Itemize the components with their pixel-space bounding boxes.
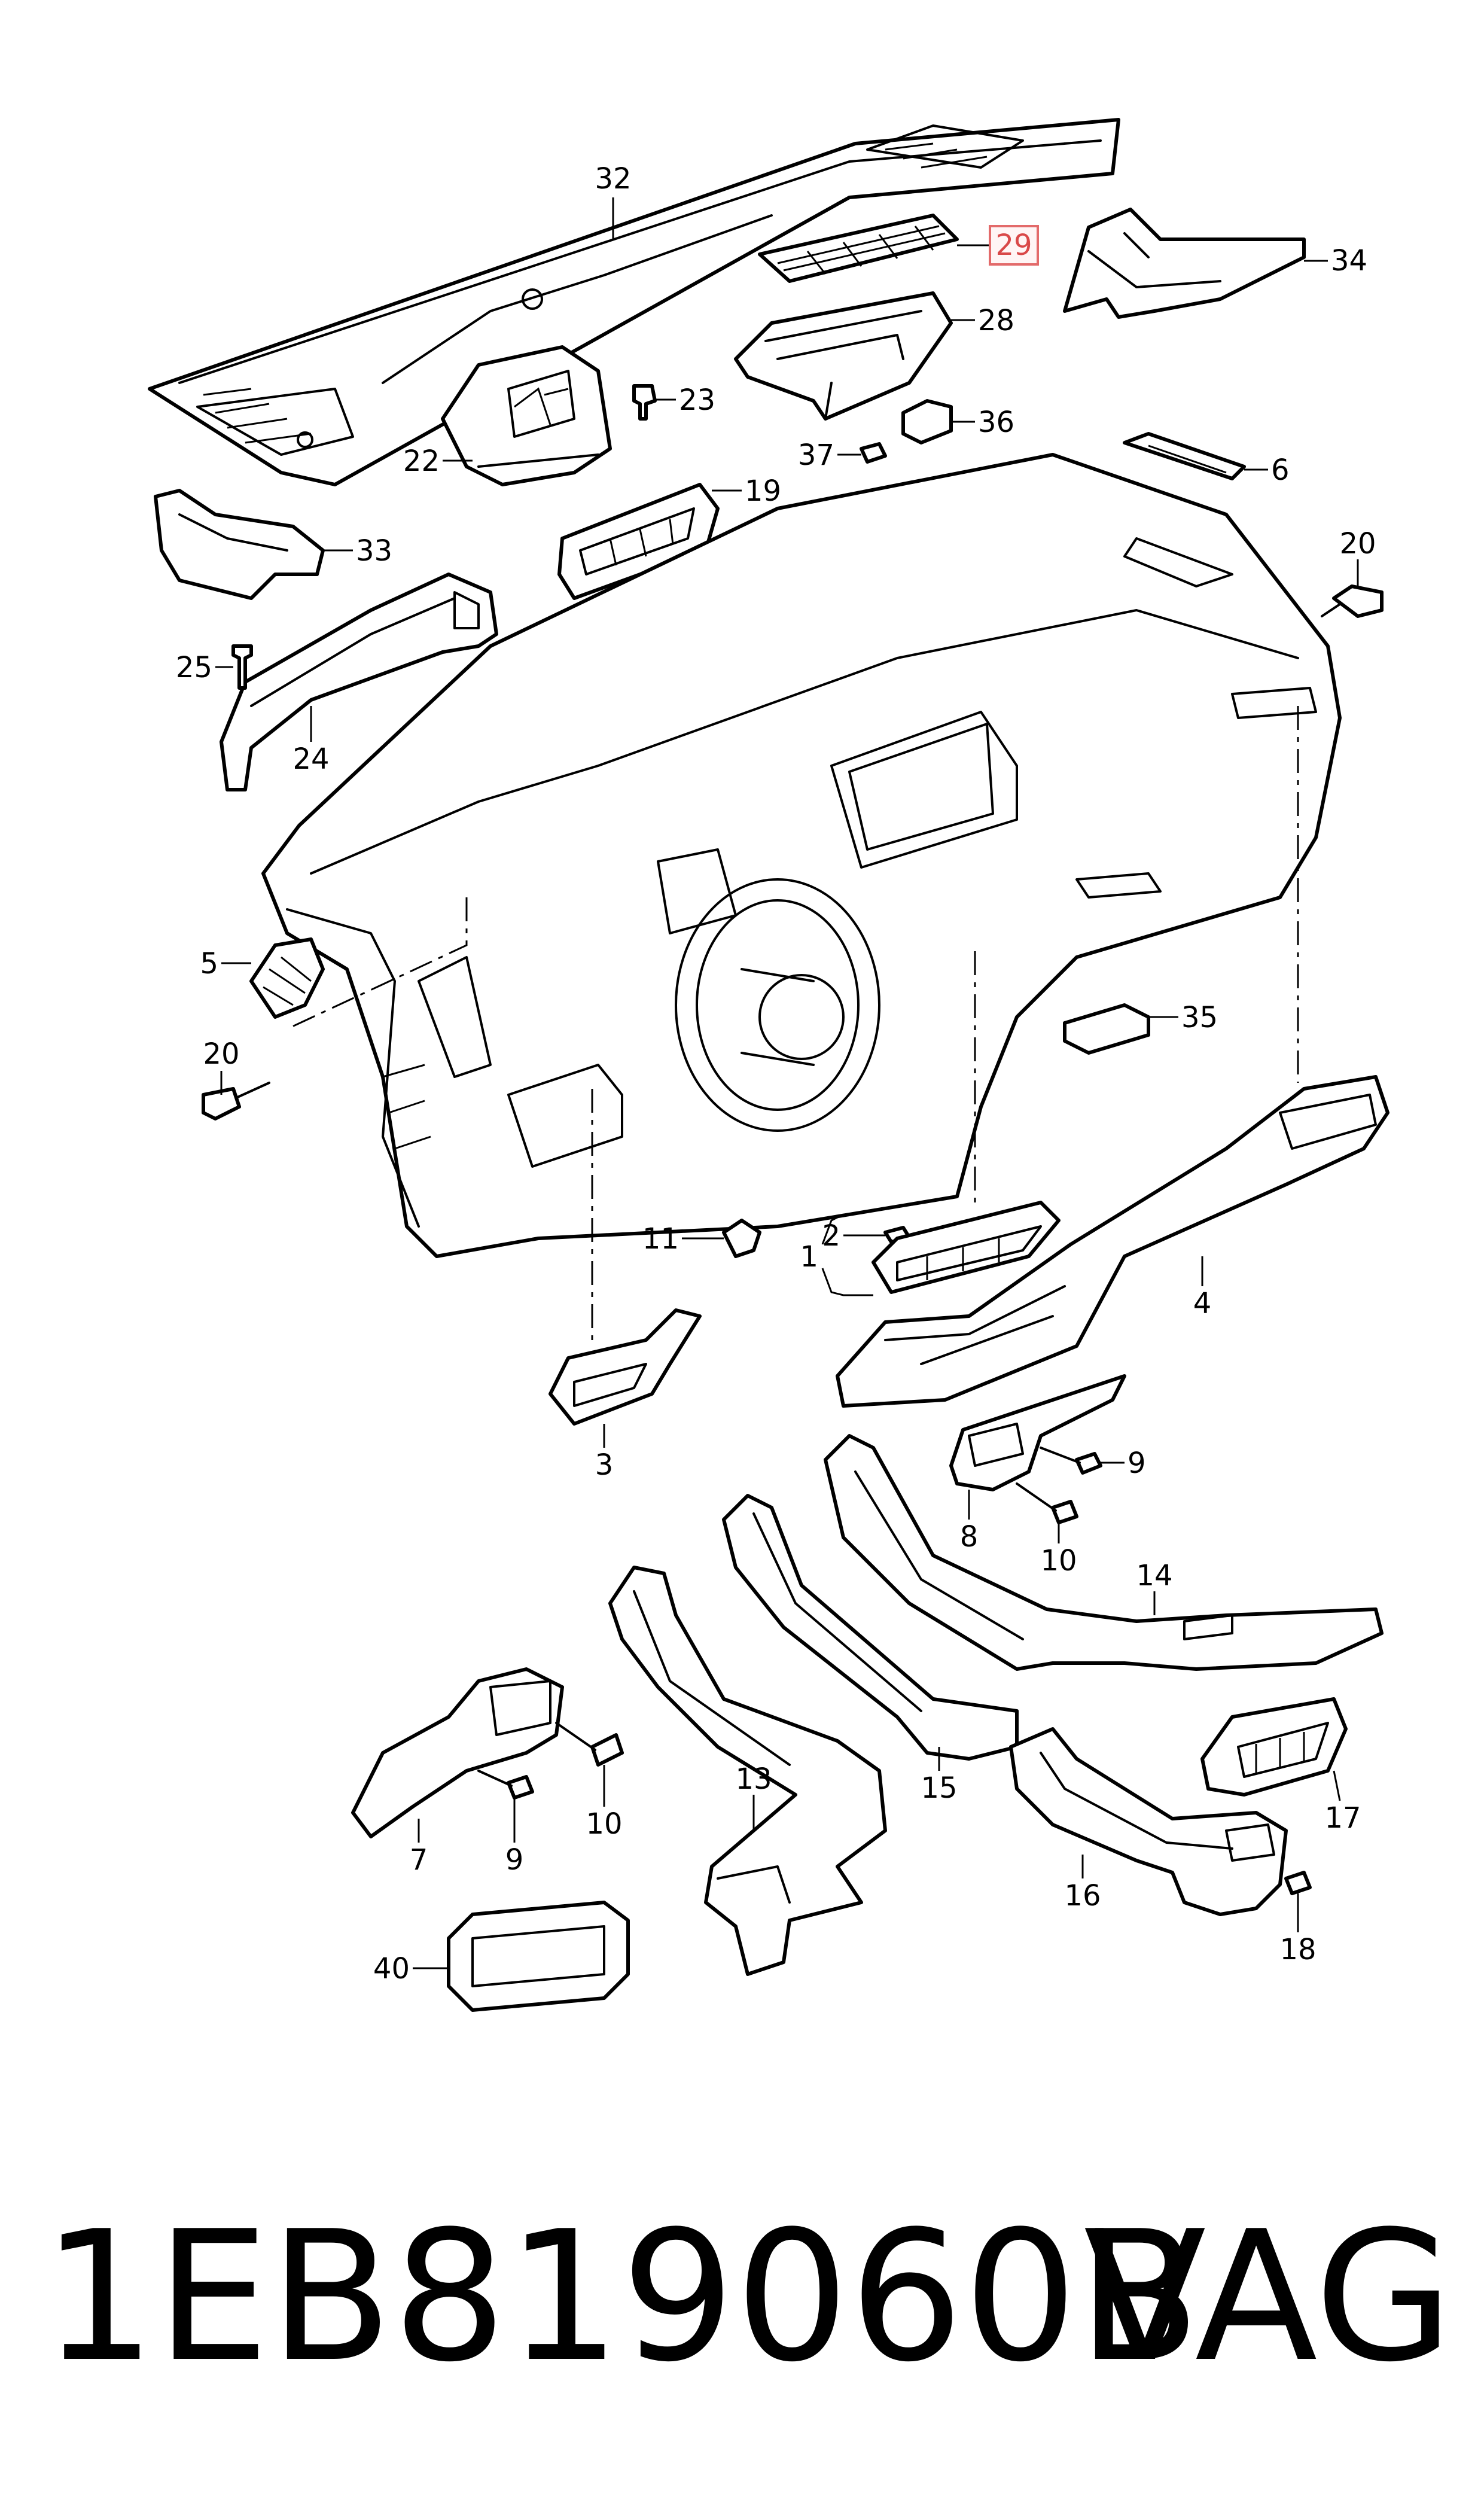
- part-1-center-vent: [871, 1201, 1061, 1294]
- part-16-duct: [1009, 1727, 1288, 1916]
- callout-17: 17: [1324, 1801, 1361, 1835]
- callout-20-left: 20: [203, 1037, 239, 1071]
- reference-lines: [287, 706, 1299, 1340]
- callout-24: 24: [292, 742, 329, 776]
- part-29-filter: [758, 214, 959, 283]
- part-9-screw-lower: [477, 1770, 534, 1800]
- part-13-duct: [608, 1566, 887, 1976]
- callout-14: 14: [1136, 1559, 1172, 1593]
- callout-22: 22: [403, 444, 440, 478]
- part-4-duct-trim: [836, 1075, 1389, 1408]
- callouts: 32 29 34 28 23 22 36 37 6 19 33 20 25 24…: [176, 162, 1376, 1986]
- callout-3: 3: [595, 1448, 614, 1482]
- callout-9-lower: 9: [505, 1843, 524, 1877]
- callout-28: 28: [978, 304, 1014, 337]
- callout-10-lower: 10: [586, 1807, 622, 1841]
- part-7-duct: [351, 1667, 564, 1838]
- part-22-vent-housing: [441, 345, 612, 486]
- caption: 1EB819060B VAG: [42, 2208, 1453, 2387]
- part-24-side-duct: [220, 573, 498, 791]
- callout-4: 4: [1193, 1287, 1212, 1320]
- callout-11: 11: [642, 1222, 679, 1256]
- callout-15: 15: [921, 1771, 957, 1805]
- callout-37: 37: [798, 439, 834, 472]
- callout-18: 18: [1279, 1933, 1316, 1966]
- part-number: 1EB819060B: [42, 2193, 1201, 2401]
- callout-9-upper: 9: [1128, 1447, 1146, 1480]
- part-17-rear-vent: [1200, 1697, 1348, 1797]
- parts-diagram: 32 29 34 28 23 22 36 37 6 19 33 20 25 24…: [148, 118, 1389, 2012]
- part-28-intake-housing: [734, 291, 953, 421]
- part-18-clip: [1284, 1871, 1312, 1895]
- part-35-sensor: [1063, 1003, 1150, 1055]
- part-40-oval-vent: [447, 1901, 630, 2012]
- part-10-bolt-upper: [1016, 1482, 1078, 1524]
- part-25-screw: [231, 644, 253, 690]
- part-23-clip: [632, 384, 657, 421]
- callout-29: 29: [995, 229, 1032, 262]
- part-36-connector: [901, 399, 953, 444]
- callout-2: 2: [822, 1219, 840, 1253]
- part-8-actuator: [949, 1374, 1126, 1491]
- callout-1: 1: [800, 1240, 818, 1274]
- callout-7: 7: [410, 1843, 428, 1877]
- part-10-bolt-lower: [555, 1722, 624, 1767]
- part-34-bracket: [1063, 208, 1306, 319]
- callout-36: 36: [978, 406, 1014, 439]
- brand-label: VAG: [1083, 2193, 1453, 2401]
- callout-23: 23: [679, 383, 715, 417]
- callout-20-right: 20: [1339, 527, 1376, 561]
- callout-19: 19: [745, 474, 781, 508]
- part-37-clip: [860, 442, 887, 464]
- callout-8: 8: [960, 1520, 979, 1554]
- part-9-screw-upper: [1040, 1447, 1102, 1475]
- callout-40: 40: [373, 1952, 410, 1986]
- part-5-side-vent: [249, 937, 325, 1019]
- callout-6: 6: [1271, 453, 1290, 487]
- callout-25: 25: [176, 651, 212, 684]
- callout-33: 33: [356, 534, 392, 568]
- leader-lines: [215, 197, 1359, 1969]
- callout-35: 35: [1181, 1001, 1218, 1034]
- callout-34: 34: [1331, 244, 1367, 278]
- callout-32: 32: [595, 162, 631, 196]
- part-32-cowl-panel: [148, 118, 1120, 486]
- part-14-duct: [824, 1434, 1384, 1671]
- callout-10-upper: 10: [1040, 1544, 1077, 1578]
- part-6-defrost-vent: [1123, 432, 1246, 480]
- part-20-bolt-right: [1321, 584, 1384, 618]
- callout-5: 5: [200, 947, 218, 981]
- part-3-left-vent: [548, 1308, 702, 1426]
- callout-16: 16: [1064, 1879, 1101, 1913]
- part-11-clip: [722, 1219, 761, 1258]
- part-33-bracket: [154, 489, 325, 600]
- dashboard-main: [261, 453, 1342, 1258]
- callout-29-box: [989, 225, 1039, 266]
- part-20-bolt-left: [202, 1082, 270, 1121]
- callout-13: 13: [735, 1762, 772, 1796]
